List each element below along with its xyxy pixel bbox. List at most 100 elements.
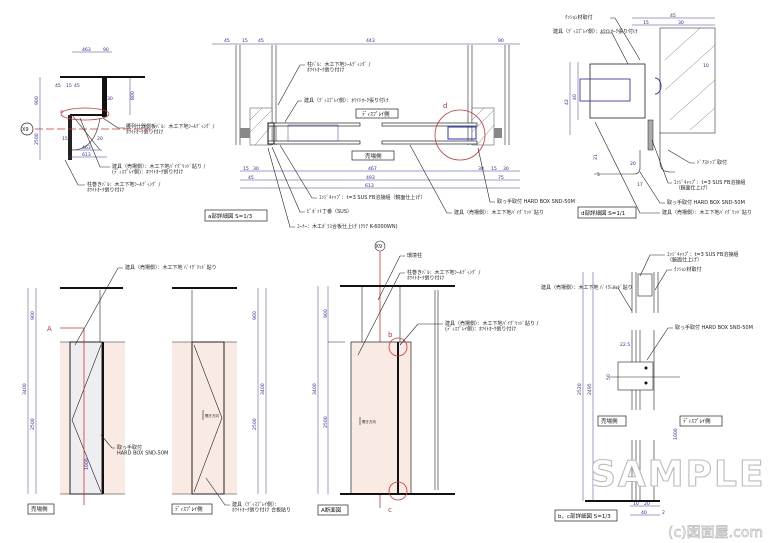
detail-d-note: ｴｯｼﾞｷｬｯﾌﾟ：t=3 SUS FB溶接組 （鏡面仕上げ）	[674, 179, 745, 192]
leader	[357, 272, 405, 356]
elev-dim: 3400	[260, 383, 266, 395]
plan-dim: 613	[82, 152, 91, 158]
door-edge-section	[589, 63, 646, 119]
elev-dim: 1000	[84, 458, 90, 470]
door-panel-bottom-right	[381, 140, 478, 145]
detail-a-dim: 493	[366, 175, 375, 181]
plan-grid-label: X9	[22, 127, 29, 133]
detail-a-dim: 30	[478, 166, 484, 172]
detail-a-dim: 30	[503, 166, 509, 172]
detail-bc-dim: 40	[641, 510, 647, 516]
leader	[639, 254, 665, 277]
elev-dim: 900	[252, 311, 258, 320]
detail-bc-display-label: ﾃﾞｨｽﾌﾟﾚｲ側	[683, 417, 711, 425]
leader	[477, 147, 495, 203]
detail-a-note: 建具（売場側）：木工下地ﾊﾞｲｸﾞﾘｯﾄﾞ貼り	[454, 209, 544, 216]
detail-bc-note: 建具（売場側）：木工下地 ﾊﾞｲｸﾞﾘｯﾄﾞ貼り	[541, 284, 633, 291]
detail-d-dim: 10	[703, 63, 709, 69]
detail-bc-dim: 1000	[673, 428, 679, 440]
grid-bubble	[20, 122, 34, 136]
detail-bc-title: b，c部詳細図 S=1/3	[558, 512, 611, 520]
post-left	[240, 128, 250, 138]
detail-a-title-box	[204, 209, 268, 222]
section-marker-a: A	[47, 325, 52, 333]
leader	[409, 144, 452, 214]
detail-a-dim: 15	[491, 166, 497, 172]
edge-cap-left	[267, 122, 275, 145]
opening-direction: 開き方向	[205, 413, 219, 418]
plan-note: 腰列什器側板ﾊﾞﾙ：木工下地ｼｰﾙﾃﾞｨﾝｸﾞ / ﾎﾜｲﾄｵｰｸ張り付け	[126, 123, 216, 136]
elev-note: 取っ手取付 HARD BOX SND-50M	[117, 444, 168, 457]
leader	[651, 139, 672, 184]
detail-bc-dim: 2520	[577, 383, 583, 395]
handle-bolt	[579, 78, 631, 102]
plan-dim: 90	[103, 47, 109, 53]
door-stop-bracket	[659, 132, 675, 173]
plan-door-arc	[71, 117, 101, 151]
elevation-display: 900 3400 2500 開き方向 建具（ﾃﾞｨｽﾌﾟﾚｲ側）：ﾎﾜｲﾄｵｰｸ…	[171, 287, 291, 515]
detail-bc-sales-box	[597, 415, 627, 427]
detail-a-note: 柱ﾊﾞﾙ：木工下地ｼｰﾙﾃﾞｨﾝｸﾞ / ﾎﾜｲﾄｵｰｸ張り付け	[307, 61, 372, 74]
leader	[646, 327, 673, 361]
door-swing-mark	[193, 344, 223, 493]
plan-dim: 15	[62, 136, 68, 142]
column-panel	[350, 341, 412, 495]
plan-dim: 463	[82, 145, 91, 151]
plan-dim: 900	[34, 96, 40, 105]
elev-note: 建具（ﾃﾞｨｽﾌﾟﾚｲ側）：ﾎﾜｲﾄｵｰｸ張り付け 合板貼り	[232, 501, 291, 514]
detail-a-dim: 443	[366, 38, 375, 44]
detail-d-note: 建具（ﾃﾞｨｽﾌﾟﾚｲ側）：ﾎﾜｲﾄｵｰｸ張り付け	[553, 28, 638, 35]
detail-a-dim: 45	[224, 38, 230, 44]
detail-d-dim: 45	[670, 13, 676, 19]
screw	[644, 381, 648, 385]
detail-d-dim: 21	[593, 154, 599, 160]
detail-d-title-box	[577, 206, 637, 219]
door-panel-top-right	[381, 122, 478, 127]
leader	[594, 121, 660, 214]
section-title-box	[317, 504, 349, 516]
detail-d-dim: 30	[678, 20, 684, 26]
leader	[600, 32, 629, 65]
detail-bc: 2520 2495 22.5 50 1000 10 20 40 2 ｴｯｼﾞｷｬ…	[541, 251, 753, 522]
detail-bc-dim: 50	[606, 374, 612, 380]
leader	[64, 159, 85, 186]
section-dim: 3400	[312, 383, 318, 395]
marker-b-circle	[388, 337, 408, 357]
detail-d-note: ﾄﾞｱｽﾄｯﾌﾟ取付	[697, 159, 727, 166]
detail-d-note: 建具（売場側）：木工下地ﾊﾞｲｸﾞﾘｯﾄﾞ貼り	[662, 209, 752, 216]
section-title: A断面図	[321, 506, 342, 514]
detail-bc-display-box	[679, 415, 723, 427]
sales-side-label-box	[351, 150, 395, 161]
plan-dim: 20	[97, 136, 103, 142]
detail-a-note: ｴｯｼﾞｷｬｯﾌﾟ：t=3 SUS FB溶接組（鏡面仕上げ）	[319, 194, 425, 201]
marker-c: c	[388, 506, 392, 514]
wall-block-left	[249, 107, 273, 146]
door-stop	[654, 77, 662, 95]
detail-a-dim: 30	[253, 166, 259, 172]
detail-a-dim: 75	[498, 175, 504, 181]
plan-dim: 45	[55, 83, 61, 89]
door-leaf	[191, 341, 225, 495]
door-swing-mark	[71, 344, 102, 493]
leader	[277, 64, 305, 106]
elev-dim: 2500	[252, 418, 258, 430]
leader	[610, 287, 633, 312]
detail-bc-dim: 10	[633, 501, 639, 507]
plan-note: 建具（売場側）：木工下地ﾊﾞｲｸﾞﾘｯﾄﾞ貼り / (ﾃﾞｨｽﾌﾟﾚｲ側)：ﾎﾜ…	[112, 163, 207, 176]
detail-a-dim: 613	[365, 183, 374, 189]
plan-marker-a: a	[60, 109, 63, 115]
elevation-sales: 900 3400 2500 1000 A 建具（売場側）：木工下地 ﾊﾞｲｸﾞﾘ…	[22, 264, 217, 515]
plan-dim: 45	[74, 83, 80, 89]
plan-wall-left	[68, 115, 72, 160]
display-side-label-box	[355, 108, 399, 119]
detail-a-note: ﾋﾟﾎﾞｯﾄ丁番（SUS）	[307, 208, 352, 215]
detail-a: 45 15 45 443 90 d ﾃﾞｨｽﾌﾟﾚｲ側 売場側 15 30 46…	[204, 38, 575, 230]
elev-sales-title: 売場側	[31, 505, 48, 513]
door-panel-bottom-left	[267, 140, 361, 145]
detail-bc-dim: 22.5	[620, 342, 630, 348]
watermark-sample: SAMPLE	[590, 454, 766, 495]
detail-bc-note: 取っ手取付 HARD BOX SND-50M	[675, 324, 753, 331]
detail-a-note: 取っ手取付 HARD BOX SND-50M	[497, 198, 575, 205]
detail-a-title: a部詳細図 S=1/3	[208, 212, 253, 220]
elev-sales-title-box	[27, 503, 55, 515]
